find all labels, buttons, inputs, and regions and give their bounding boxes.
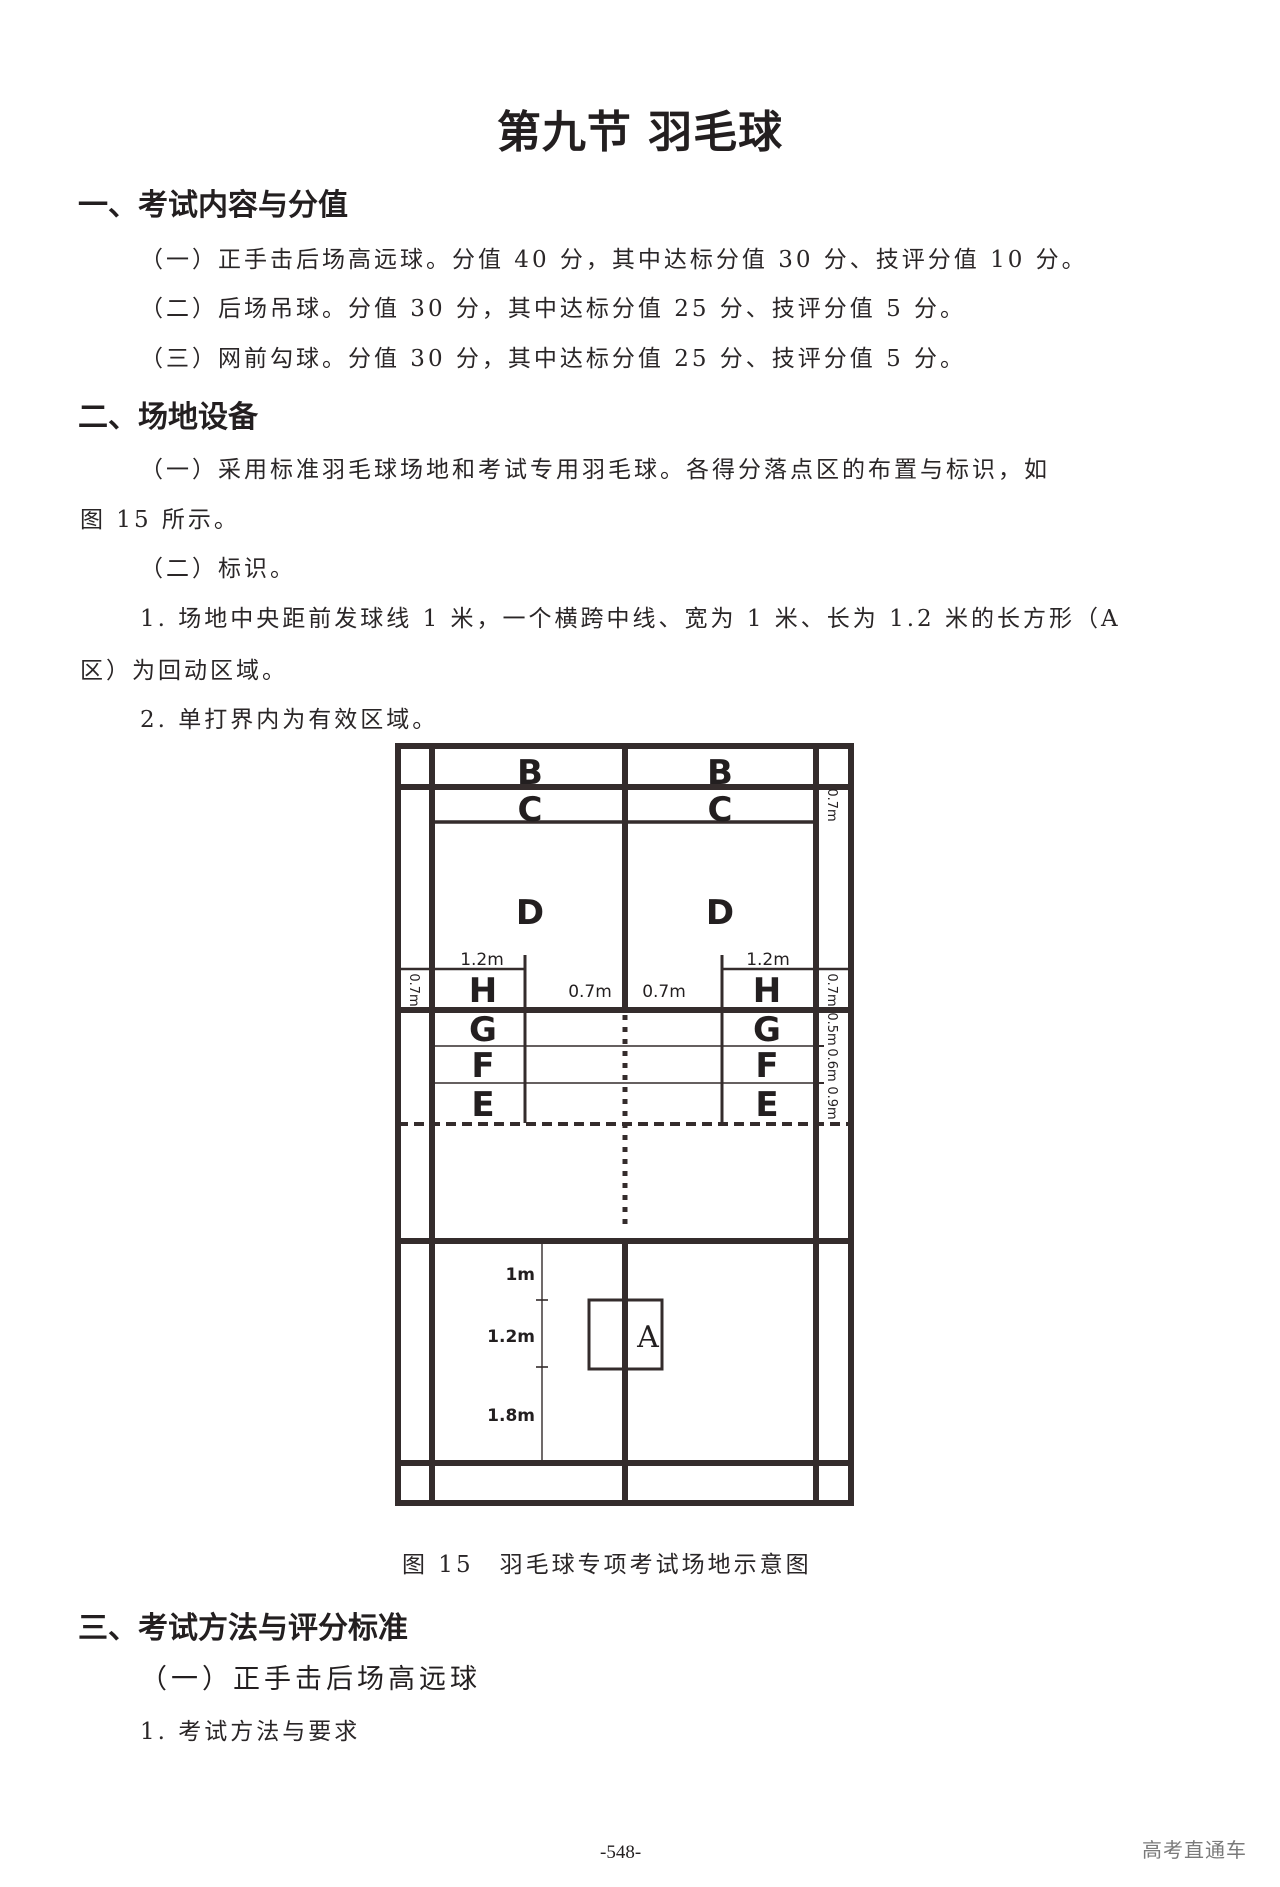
dim-h-width-left: 1.2m xyxy=(460,950,504,970)
dim-h-depth-right: 0.7m xyxy=(824,973,839,1006)
venue-para-4: 2. 单打界内为有效区域。 xyxy=(140,707,439,733)
dim-h-depth-left: 0.7m xyxy=(406,973,421,1006)
score-item-1: （一）正手击后场高远球。分值 40 分，其中达标分值 30 分、技评分值 10 … xyxy=(140,247,1088,273)
dim-e-depth: 0.9m xyxy=(824,1086,839,1119)
venue-para-1-line-2: 图 15 所示。 xyxy=(80,507,240,533)
dim-h-width-right: 1.2m xyxy=(746,950,790,970)
dim-center-gap-right: 0.7m xyxy=(642,982,686,1002)
venue-para-3-line-1: 1. 场地中央距前发球线 1 米，一个横跨中线、宽为 1 米、长为 1.2 米的… xyxy=(140,606,1121,632)
zone-label-h-right: H xyxy=(753,971,781,1011)
dim-c-depth: 0.7m xyxy=(824,788,839,821)
zone-label-f-right: F xyxy=(755,1046,778,1086)
watermark: 高考直通车 xyxy=(1142,1838,1247,1862)
dim-a-back: 1.8m xyxy=(487,1406,535,1426)
zone-label-c-right: C xyxy=(708,790,733,830)
figure-caption: 图 15 羽毛球专项考试场地示意图 xyxy=(402,1552,812,1578)
section-heading-methods: 三、考试方法与评分标准 xyxy=(78,1611,408,1646)
zone-label-f-left: F xyxy=(471,1046,494,1086)
dim-a-length: 1.2m xyxy=(487,1327,535,1347)
zone-label-a: A xyxy=(636,1320,659,1355)
score-item-3: （三）网前勾球。分值 30 分，其中达标分值 25 分、技评分值 5 分。 xyxy=(140,346,967,372)
zone-label-g-right: G xyxy=(753,1010,781,1050)
zone-label-g-left: G xyxy=(469,1010,497,1050)
zone-label-b-right: B xyxy=(707,753,733,793)
zone-label-d-right: D xyxy=(706,893,734,933)
dim-center-gap-left: 0.7m xyxy=(568,982,612,1002)
page-number: -548- xyxy=(600,1842,642,1863)
zone-label-e-right: E xyxy=(755,1085,778,1125)
dim-g-depth: 0.5m xyxy=(824,1012,839,1045)
zone-label-b-left: B xyxy=(517,753,543,793)
section-heading-content-scores: 一、考试内容与分值 xyxy=(78,188,348,223)
zone-label-d-left: D xyxy=(516,893,544,933)
venue-para-3-line-2: 区）为回动区域。 xyxy=(80,658,288,684)
a-zone-box xyxy=(587,1298,664,1371)
zone-label-e-left: E xyxy=(471,1085,494,1125)
subheading-forehand-clear: （一）正手击后场高远球 xyxy=(140,1664,481,1695)
score-item-2: （二）后场吊球。分值 30 分，其中达标分值 25 分、技评分值 5 分。 xyxy=(140,296,967,322)
section-heading-venue: 二、场地设备 xyxy=(78,400,258,435)
zone-label-c-left: C xyxy=(518,790,543,830)
venue-para-2: （二）标识。 xyxy=(140,556,296,582)
dim-f-depth: 0.6m xyxy=(824,1048,839,1081)
dim-a-offset: 1m xyxy=(505,1265,535,1285)
venue-para-1-line-1: （一）采用标准羽毛球场地和考试专用羽毛球。各得分落点区的布置与标识，如 xyxy=(140,457,1050,483)
page-title: 第九节 羽毛球 xyxy=(496,107,784,158)
method-item-1: 1. 考试方法与要求 xyxy=(140,1719,361,1745)
zone-label-h-left: H xyxy=(469,971,497,1011)
